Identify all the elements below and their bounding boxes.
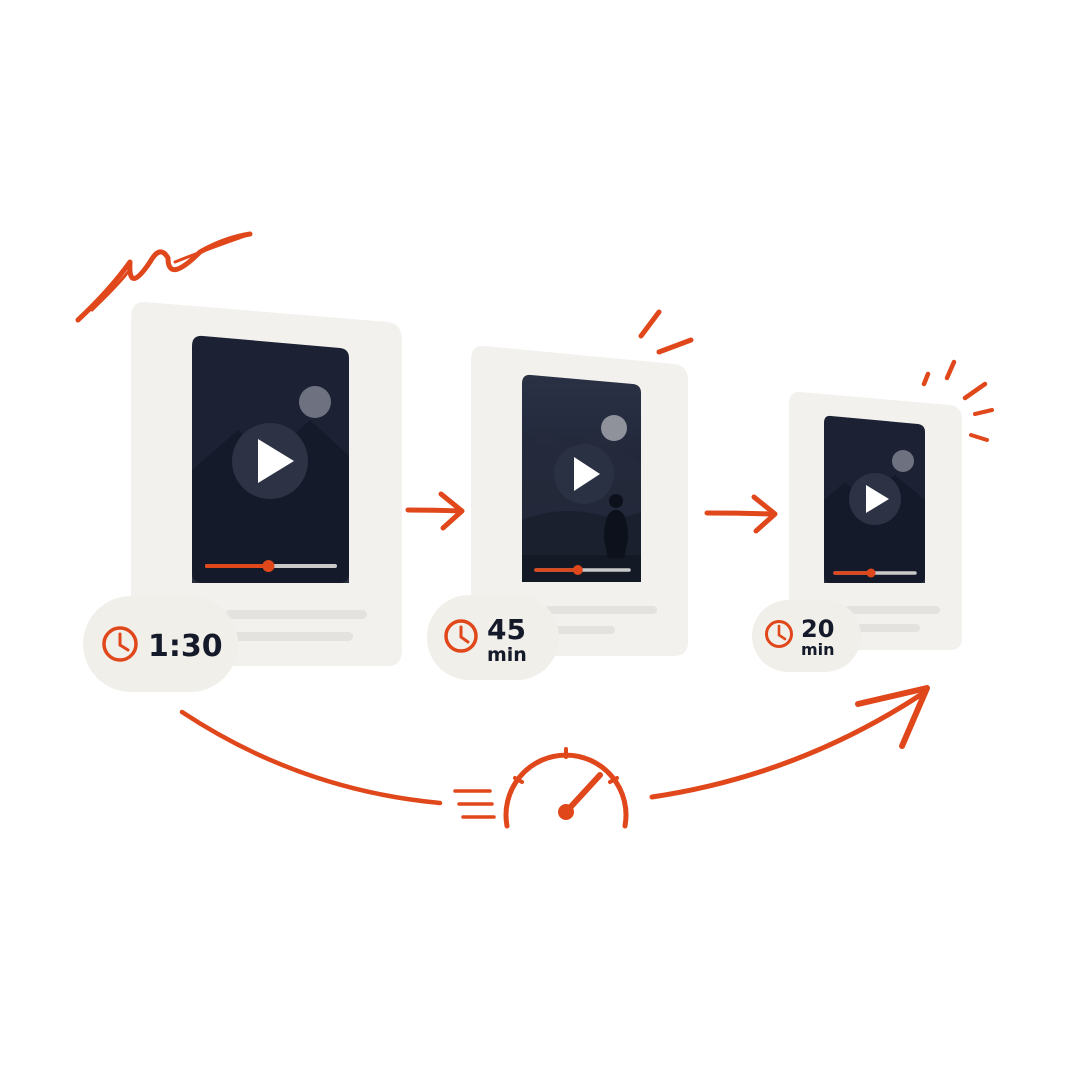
- duration-unit-2: min: [487, 644, 527, 666]
- text-line-placeholder: [845, 606, 940, 614]
- moon-icon: [892, 450, 914, 472]
- progress-knob-2[interactable]: [572, 565, 583, 575]
- text-line-placeholder: [225, 632, 353, 641]
- play-icon: [866, 485, 889, 513]
- duration-badge-2: 45 min: [427, 595, 559, 680]
- sparkle-decoration: [921, 359, 994, 442]
- speedometer-icon: [453, 747, 629, 829]
- arrow-right-icon: [704, 494, 778, 534]
- text-line-placeholder: [545, 626, 615, 634]
- clock-icon: [765, 620, 793, 648]
- clock-icon: [102, 626, 138, 662]
- play-icon: [258, 439, 294, 483]
- duration-text-1: 1:30: [148, 629, 223, 664]
- scribble-decoration-2: [90, 234, 247, 312]
- person-silhouette-icon: [604, 494, 628, 558]
- video-screen-2: [522, 374, 641, 582]
- duration-badge-1: 1:30: [83, 596, 238, 692]
- play-icon: [574, 457, 600, 491]
- progress-knob-3[interactable]: [866, 568, 876, 578]
- text-line-placeholder: [225, 610, 367, 619]
- clock-icon: [444, 619, 478, 653]
- text-line-placeholder: [845, 624, 920, 632]
- duration-number-3: 20: [801, 615, 834, 643]
- duration-badge-3: 20 min: [752, 600, 861, 672]
- sparkle-decoration: [638, 309, 694, 355]
- progress-knob-1[interactable]: [262, 560, 275, 572]
- moon-icon: [601, 415, 627, 441]
- duration-number-2: 45: [487, 613, 526, 646]
- video-card-3: [789, 391, 962, 650]
- curved-arrow-icon: [179, 685, 930, 806]
- mountain-icon: [192, 420, 349, 583]
- video-card-1: [131, 301, 402, 666]
- video-card-2: [471, 345, 688, 656]
- text-line-placeholder: [545, 606, 657, 614]
- duration-unit-3: min: [801, 640, 835, 659]
- moon-icon: [299, 386, 331, 418]
- video-screen-3: [824, 415, 925, 583]
- arrow-right-icon: [405, 491, 465, 531]
- video-screen-1: [192, 335, 349, 583]
